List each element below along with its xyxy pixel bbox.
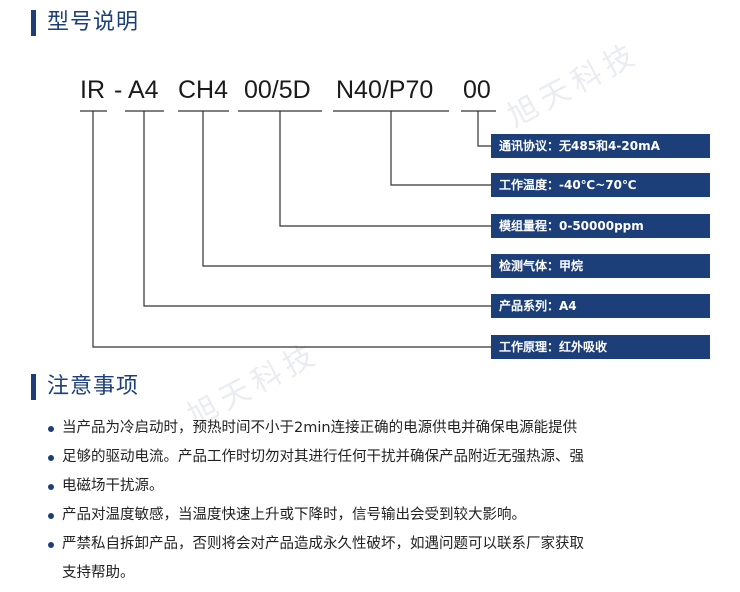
note-line: 支持帮助。 (48, 559, 708, 588)
section-accent-bar (31, 374, 36, 400)
bullet-icon (48, 513, 54, 519)
code-part-temperature: N40/P70 (336, 76, 434, 104)
leader-gas (202, 111, 491, 267)
section-title-notes: 注意事项 (0, 370, 300, 410)
leader-series (143, 111, 491, 307)
leader-protocol (477, 111, 491, 147)
note-text: 产品对温度敏感，当温度快速上升或下降时，信号输出会受到较大影响。 (62, 507, 526, 523)
note-text: 当产品为冷启动时，预热时间不小于2min连接正确的电源供电并确保电源能提供 (62, 420, 578, 436)
section-title-model: 型号说明 (0, 6, 300, 46)
note-line: 电磁场干扰源。 (48, 472, 708, 501)
note-line: 当产品为冷启动时，预热时间不小于2min连接正确的电源供电并确保电源能提供 (48, 414, 708, 443)
code-part-protocol: 00 (463, 76, 491, 104)
section-accent-bar (31, 10, 36, 36)
leader-range (279, 111, 491, 227)
bullet-icon (48, 542, 54, 548)
code-part-ir: IR (80, 76, 105, 104)
leader-temperature (390, 111, 491, 186)
note-text: 支持帮助。 (62, 565, 135, 581)
label-operating-temperature: 工作温度：-40℃~70℃ (491, 173, 710, 197)
label-product-series: 产品系列：A4 (491, 294, 710, 318)
bullet-icon (48, 426, 54, 432)
code-part-series: A4 (128, 76, 159, 104)
note-line: 产品对温度敏感，当温度快速上升或下降时，信号输出会受到较大影响。 (48, 501, 708, 530)
notes-list: 当产品为冷启动时，预热时间不小于2min连接正确的电源供电并确保电源能提供 足够… (48, 414, 708, 588)
label-communication-protocol: 通讯协议：无485和4-20mA (491, 134, 710, 158)
label-detected-gas: 检测气体：甲烷 (491, 254, 710, 278)
note-text: 严禁私自拆卸产品，否则将会对产品造成永久性破坏，如遇问题可以联系厂家获取 (62, 536, 584, 552)
note-text: 足够的驱动电流。产品工作时切勿对其进行任何干扰并确保产品附近无强热源、强 (62, 449, 584, 465)
leader-ir (92, 111, 491, 348)
label-module-range: 模组量程：0-50000ppm (491, 214, 710, 238)
section-title-text: 型号说明 (47, 10, 140, 35)
code-part-dash: - (114, 76, 123, 104)
bullet-icon (48, 455, 54, 461)
label-working-principle: 工作原理：红外吸收 (491, 335, 710, 359)
code-part-gas: CH4 (178, 76, 229, 104)
bullet-icon (48, 484, 54, 490)
note-line: 足够的驱动电流。产品工作时切勿对其进行任何干扰并确保产品附近无强热源、强 (48, 443, 708, 472)
code-part-range: 00/5D (244, 76, 311, 104)
note-text: 电磁场干扰源。 (62, 478, 164, 494)
section-title-text: 注意事项 (47, 374, 140, 399)
note-line: 严禁私自拆卸产品，否则将会对产品造成永久性破坏，如遇问题可以联系厂家获取 (48, 530, 708, 559)
